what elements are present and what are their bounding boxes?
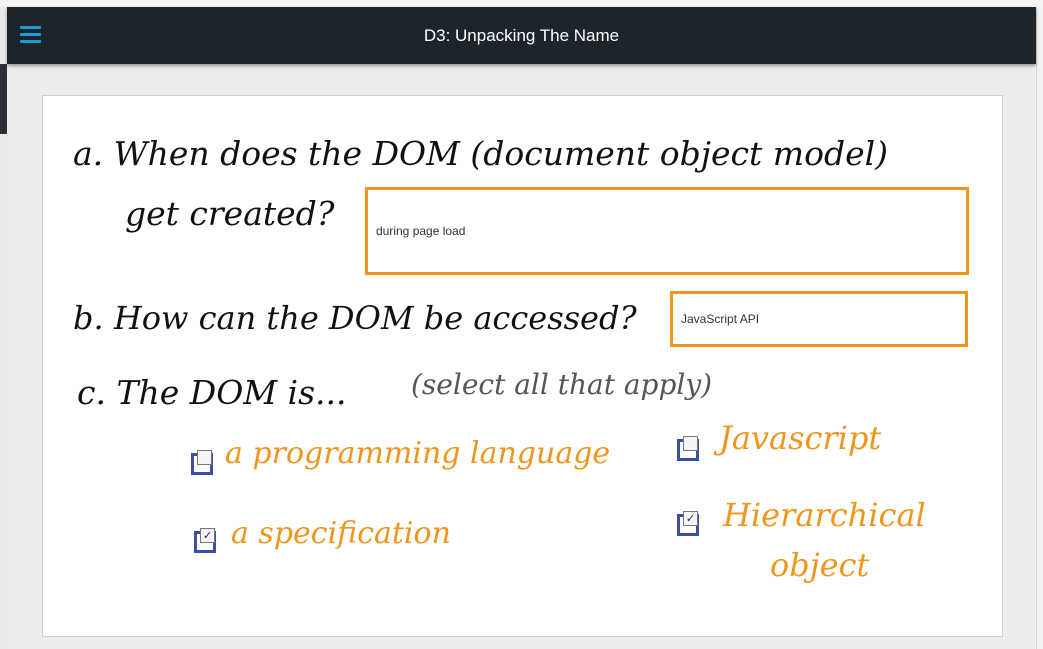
hamburger-menu-icon[interactable]	[18, 24, 44, 46]
answer-b-input[interactable]	[670, 291, 968, 347]
page-title: D3: Unpacking The Name	[423, 26, 620, 45]
option-programming-language-checkbox[interactable]	[191, 450, 213, 475]
option-javascript-checkbox[interactable]	[677, 436, 699, 461]
answer-a-input[interactable]	[365, 187, 969, 275]
scrollbar[interactable]	[1036, 7, 1043, 649]
left-gutter-accent	[0, 64, 7, 134]
option-hierarchical-object-label-line2: object	[770, 546, 870, 584]
question-a-line1: a. When does the DOM (document object mo…	[73, 134, 889, 173]
option-specification-checkbox[interactable]: ✓	[194, 528, 216, 553]
left-gutter	[0, 7, 7, 649]
question-c-prompt: c. The DOM is...	[77, 373, 347, 412]
checkbox-empty-icon	[197, 450, 212, 465]
option-hierarchical-object-checkbox[interactable]: ✓	[677, 511, 699, 536]
question-a-line2: get created?	[125, 194, 335, 233]
app-header: D3: Unpacking The Name	[7, 7, 1036, 64]
question-c-hint: (select all that apply)	[411, 368, 713, 401]
option-hierarchical-object-label-line1: Hierarchical	[723, 496, 926, 534]
checkbox-checked-icon: ✓	[200, 528, 215, 543]
option-specification-label: a specification	[231, 516, 451, 551]
question-b-prompt: b. How can the DOM be accessed?	[73, 299, 637, 337]
option-javascript-label: Javascript	[719, 419, 882, 457]
option-programming-language-label: a programming language	[225, 436, 611, 471]
checkbox-empty-icon	[683, 436, 698, 451]
checkbox-checked-icon: ✓	[683, 511, 698, 526]
worksheet: a. When does the DOM (document object mo…	[42, 95, 1003, 637]
